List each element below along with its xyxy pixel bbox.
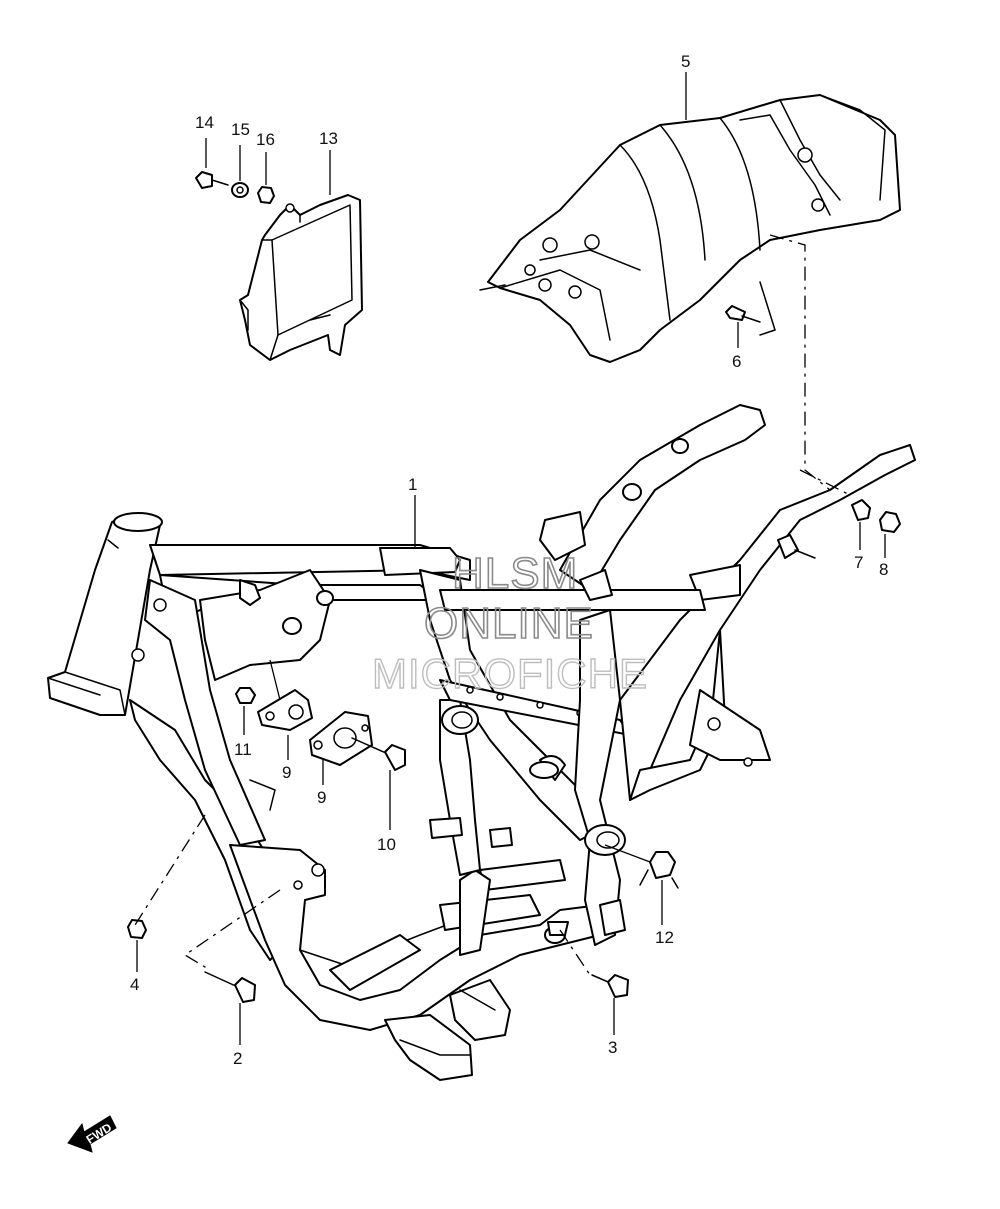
callout-labels: 1 2 3 4 5 6 7 8 9 9 10 11 12 13 14 15 16	[130, 52, 888, 1068]
spacer-7	[851, 499, 871, 550]
callout-16: 16	[256, 130, 275, 149]
stud-rear	[777, 534, 816, 559]
engine-bracket-9b	[309, 711, 373, 785]
watermark-line-1: HLSM	[452, 549, 578, 598]
callout-4: 4	[130, 975, 139, 994]
bolt-14	[195, 138, 229, 189]
callout-14: 14	[195, 113, 214, 132]
callout-13: 13	[319, 129, 338, 148]
forward-direction-arrow-icon: FWD	[67, 1115, 117, 1153]
cap-12	[604, 844, 679, 925]
watermark-line-2: ONLINE	[424, 599, 594, 648]
engine-bracket-9a	[257, 659, 313, 760]
callout-8: 8	[879, 560, 888, 579]
assembly-line-5	[769, 234, 831, 491]
bolt-6	[725, 305, 761, 348]
nut-11	[235, 687, 256, 735]
main-frame	[47, 404, 916, 1081]
callout-9a: 9	[282, 763, 291, 782]
ecu-bracket	[239, 194, 363, 361]
assembly-line-4	[134, 814, 206, 926]
callout-11: 11	[234, 740, 252, 759]
nut-16	[257, 152, 275, 204]
callout-10: 10	[377, 835, 396, 854]
nut-8	[879, 511, 901, 558]
watermark-line-3: MICROFICHE	[372, 650, 648, 697]
nut-4	[127, 919, 147, 972]
callout-7: 7	[854, 553, 863, 572]
callout-6: 6	[732, 352, 741, 371]
watermark: HLSM ONLINE MICROFICHE	[371, 548, 648, 698]
assembly-line-7	[799, 469, 851, 496]
callout-5: 5	[681, 52, 690, 71]
callout-3: 3	[608, 1038, 617, 1057]
bolt-3	[591, 974, 629, 1035]
bolt-2	[204, 971, 256, 1045]
rear-fender-assembly	[479, 94, 901, 363]
assembly-line-3	[559, 929, 591, 976]
callout-1: 1	[408, 475, 417, 494]
bolt-10	[351, 737, 406, 830]
assembly-line-2	[183, 889, 281, 971]
callout-2: 2	[233, 1049, 242, 1068]
washer-15	[231, 145, 249, 198]
callout-12: 12	[655, 928, 674, 947]
callout-9b: 9	[317, 788, 326, 807]
callout-15: 15	[231, 120, 250, 139]
